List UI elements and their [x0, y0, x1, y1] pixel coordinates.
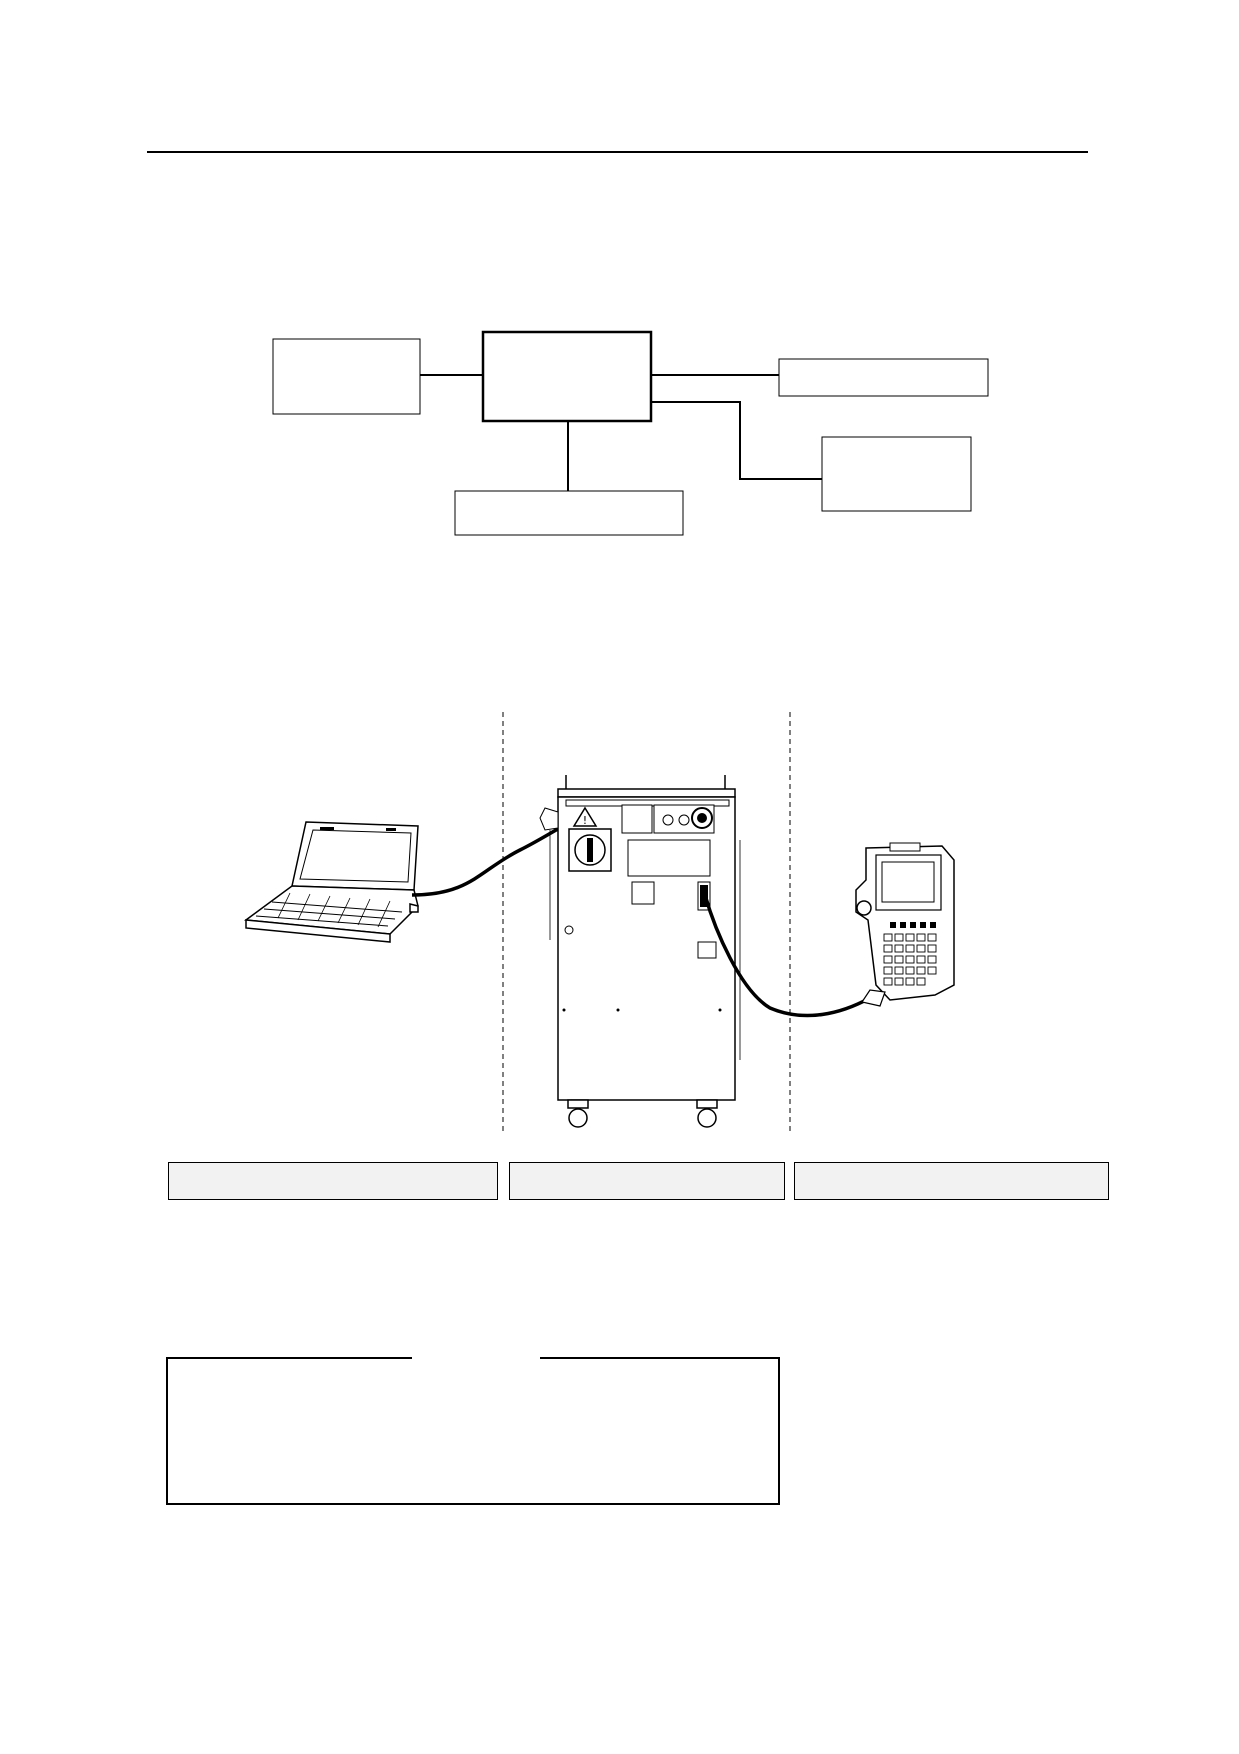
teach-pendant-icon: [855, 842, 955, 1007]
note-title: [412, 1346, 540, 1366]
center-box-label: [483, 332, 651, 421]
laptop-icon: [243, 821, 419, 943]
right-top-box-label: [779, 359, 988, 396]
cable-laptop: [411, 812, 632, 897]
svg-text:!: !: [583, 814, 587, 827]
caption-controller: [509, 1162, 785, 1200]
cable-pendant: [703, 894, 876, 1018]
left-box-label: [273, 339, 420, 414]
bottom-box-label: [455, 491, 683, 535]
controller-cabinet-icon: !: [539, 775, 741, 1128]
header-rule: [147, 151, 1088, 153]
right-bottom-box-label: [822, 437, 971, 511]
note-box: [166, 1357, 780, 1505]
connector-right-bottom: [651, 401, 822, 480]
caption-laptop: [168, 1162, 498, 1200]
caption-teach-pendant: [794, 1162, 1109, 1200]
